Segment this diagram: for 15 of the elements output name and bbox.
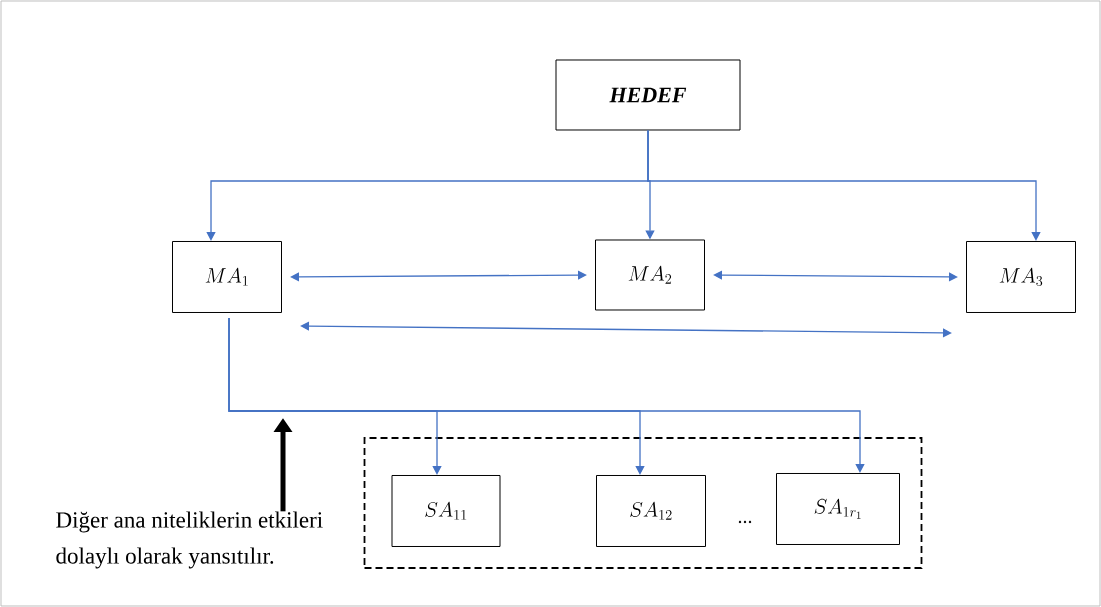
goal-box: HEDEF (555, 59, 741, 131)
arrow (290, 270, 587, 282)
sub-criterion-box: $SA_{12}$ (596, 475, 706, 547)
sub-criterion-box: $SA_{11}$ (391, 475, 501, 547)
note-text: Diğer ana niteliklerin etkileri dolaylı olarak yansıtılır. (56, 511, 323, 569)
arrow (713, 270, 958, 282)
criterion-box: $MA_{3}$ (966, 241, 1076, 313)
criterion-box: $MA_{1}$ (172, 241, 282, 313)
arrow (228, 317, 865, 473)
criterion-box: $MA_{2}$ (595, 239, 705, 311)
arrow (300, 321, 952, 338)
ellipsis-text: ... (738, 520, 752, 524)
dashed-group-box (363, 437, 923, 569)
sub-criterion-box: $SA_{1r_{1}}$ (776, 473, 900, 545)
arrow (647, 129, 1041, 241)
